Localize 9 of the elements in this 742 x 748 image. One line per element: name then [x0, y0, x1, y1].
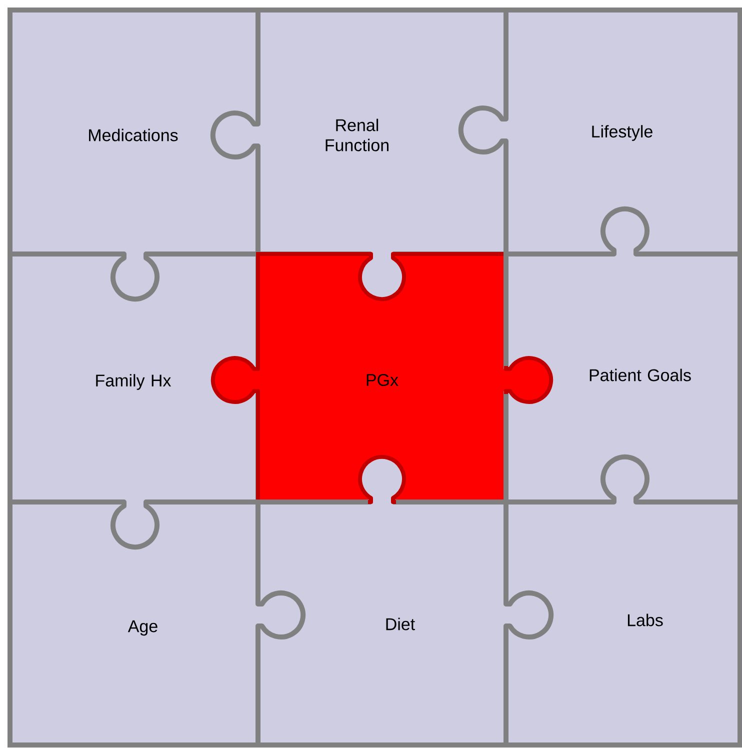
puzzle-piece: Diet — [256, 500, 508, 748]
puzzle-piece: Lifestyle — [504, 8, 742, 256]
puzzle-piece: Medications — [8, 8, 260, 256]
puzzle-piece: Age — [8, 500, 260, 748]
puzzle-piece: Patient Goals — [504, 252, 742, 504]
puzzle-piece: Family Hx — [8, 252, 260, 504]
puzzle-piece: PGx — [256, 252, 508, 504]
puzzle-piece: Labs — [504, 500, 742, 748]
puzzle-piece: Renal Function — [256, 8, 508, 256]
